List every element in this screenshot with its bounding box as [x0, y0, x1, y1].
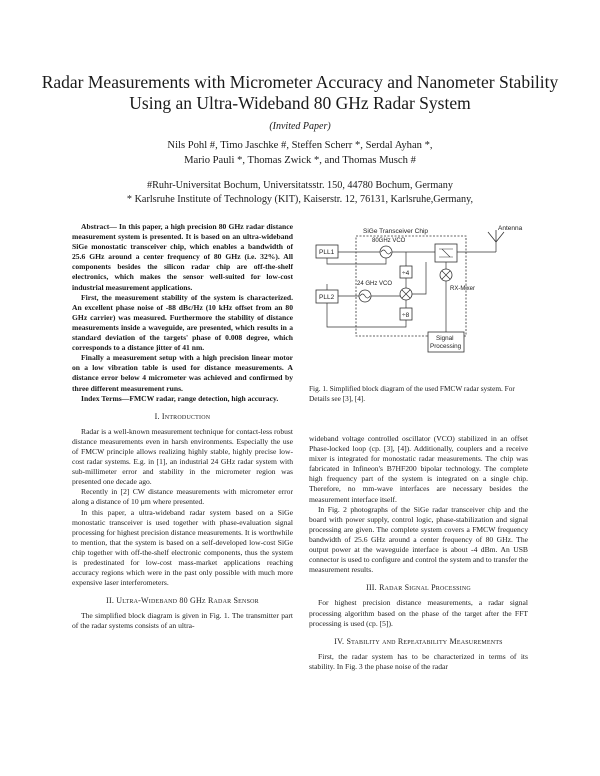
section-heading-stability: IV. Stability and Repeatability Measurem…	[334, 636, 503, 646]
signal-processing-block	[427, 331, 465, 353]
body-paragraph: The simplified block diagram is given in…	[72, 611, 293, 631]
body-paragraph: For highest precision distance measureme…	[309, 598, 528, 628]
vco24-label: 24 GHz VCO	[357, 281, 392, 287]
vco80-label: 80GHz VCO	[372, 238, 406, 244]
abstract-paragraph: First, the measurement stability of the …	[72, 292, 293, 353]
body-paragraph: In this paper, a ultra-wideband radar sy…	[72, 507, 293, 588]
pll1-label: PLL1	[319, 249, 335, 256]
section-heading-radar-sensor: II. Ultra-Wideband 80 GHz Radar Sensor	[106, 596, 259, 606]
pll2-label: PLL2	[319, 294, 335, 301]
affiliations: #Ruhr-Universitat Bochum, Universitatsst…	[0, 179, 600, 207]
divider-4-label: ÷4	[402, 270, 410, 277]
antenna-symbol	[487, 230, 505, 243]
block-diagram-figure: SiGe Transceiver Chip 80GHz VCO PLL1 PLL…	[315, 225, 523, 353]
author-line-2: Mario Pauli *, Thomas Zwick *, and Thoma…	[184, 155, 416, 166]
divider-8-label: ÷8	[402, 312, 410, 319]
body-paragraph: Radar is a well-known measurement techni…	[72, 426, 293, 487]
rx-mixer-label: RX-Mixer	[450, 286, 475, 292]
signal-processing-label-1: Signal	[436, 335, 454, 342]
invited-paper-note: (Invited Paper)	[269, 121, 331, 132]
body-paragraph: First, the radar system has to be charac…	[309, 651, 528, 671]
abstract: Abstract— In this paper, a high precisio…	[72, 222, 293, 404]
signal-processing-label-2: Processing	[430, 343, 462, 350]
index-terms: Index Terms—FMCW radar, range detection,…	[81, 393, 279, 403]
section-heading-signal-processing: III. Radar Signal Processing	[366, 583, 471, 593]
body-paragraph: wideband voltage controlled oscillator (…	[309, 434, 528, 504]
antenna-label: Antenna	[498, 225, 523, 232]
paper-title: Radar Measurements with Micrometer Accur…	[41, 72, 559, 113]
rx-mixer-symbol	[439, 268, 453, 282]
author-list: Nils Pohl #, Timo Jaschke #, Steffen Sch…	[0, 138, 600, 168]
section-heading-introduction: I. Introduction	[154, 411, 211, 421]
right-column: wideband voltage controlled oscillator (…	[309, 434, 528, 672]
author-line-1: Nils Pohl #, Timo Jaschke #, Steffen Sch…	[167, 140, 433, 151]
abstract-paragraph: Finally a measurement setup with a high …	[72, 353, 293, 393]
chip-label: SiGe Transceiver Chip	[363, 228, 428, 235]
body-paragraph: Recently in [2] CW distance measurements…	[72, 487, 293, 507]
affiliation-kit: * Karlsruhe Institute of Technology (KIT…	[126, 194, 474, 205]
figure-caption: Fig. 1. Simplified block diagram of the …	[309, 384, 515, 403]
affiliation-bochum: #Ruhr-Universitat Bochum, Universitatsst…	[147, 180, 453, 191]
offset-mixer-symbol	[399, 287, 413, 301]
abstract-paragraph: Abstract— In this paper, a high precisio…	[72, 222, 293, 292]
body-paragraph: In Fig. 2 photographs of the SiGe radar …	[309, 504, 528, 575]
left-column: Abstract— In this paper, a high precisio…	[72, 222, 293, 632]
